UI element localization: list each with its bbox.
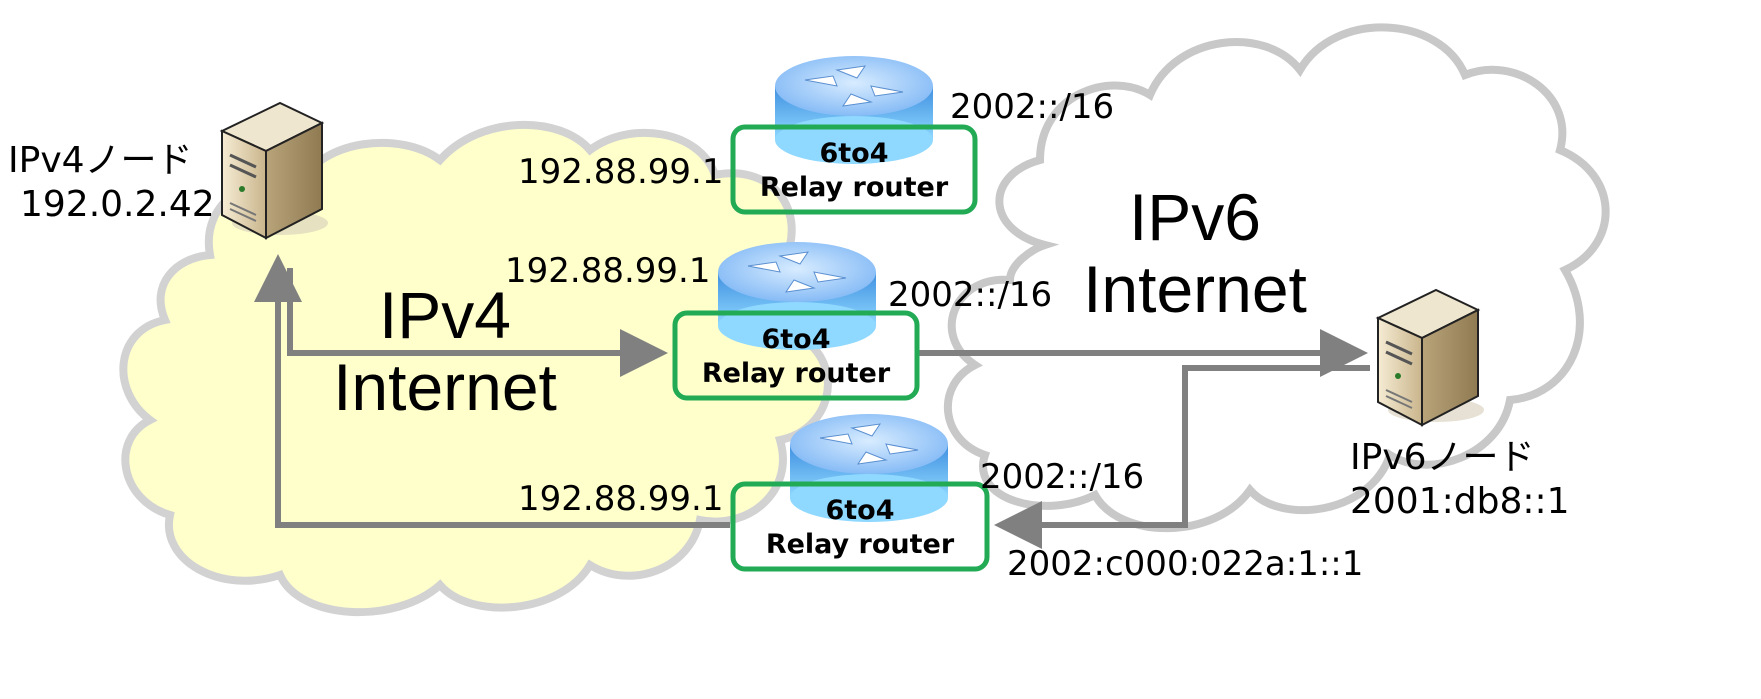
ipv6-node-name: IPv6ノード <box>1350 437 1535 478</box>
router-line1: 6to4 <box>761 324 830 355</box>
relay-router-middle: 6to4 Relay router 192.88.99.1 2002::/16 <box>505 242 1052 401</box>
router-ipv4-address: 192.88.99.1 <box>518 152 723 192</box>
ipv6-cloud-title: IPv6 <box>1129 180 1261 254</box>
router-line2: Relay router <box>760 172 949 203</box>
ipv4-server-icon <box>219 101 328 240</box>
relay-router-top: 6to4 Relay router 192.88.99.1 2002::/16 <box>518 56 1114 215</box>
ipv4-node-name: IPv4ノード <box>8 140 193 181</box>
ipv4-cloud-subtitle: Internet <box>333 350 557 424</box>
flow-arrows <box>254 254 1370 549</box>
ipv6-server-icon <box>1375 288 1484 427</box>
relay-router-bottom: 6to4 Relay router 192.88.99.1 2002::/16 <box>518 414 1144 572</box>
router-label-box <box>730 481 990 572</box>
router-line1: 6to4 <box>825 495 894 526</box>
router-ipv4-address: 192.88.99.1 <box>518 479 723 519</box>
router-ipv4-address: 192.88.99.1 <box>505 251 710 291</box>
ipv4-node-address: 192.0.2.42 <box>20 184 215 225</box>
router-label-box <box>730 124 978 215</box>
router-ipv6-prefix: 2002::/16 <box>888 275 1052 315</box>
router-line2: Relay router <box>702 358 891 389</box>
ipv6-node-address: 2001:db8::1 <box>1350 481 1570 522</box>
router-line1: 6to4 <box>819 138 888 169</box>
ipv4-cloud <box>119 121 834 617</box>
ipv4-cloud-title: IPv4 <box>379 278 511 352</box>
router-line2: Relay router <box>766 529 955 560</box>
return-address-label: 2002:c000:022a:1::1 <box>1007 544 1363 584</box>
router-ipv6-prefix: 2002::/16 <box>980 457 1144 497</box>
relay-to-ipv4-arrow <box>254 254 730 528</box>
ipv6-return-arrow <box>994 365 1370 549</box>
router-ipv6-prefix: 2002::/16 <box>950 87 1114 127</box>
router-label-box <box>672 310 920 401</box>
ipv6-cloud-subtitle: Internet <box>1083 252 1307 326</box>
